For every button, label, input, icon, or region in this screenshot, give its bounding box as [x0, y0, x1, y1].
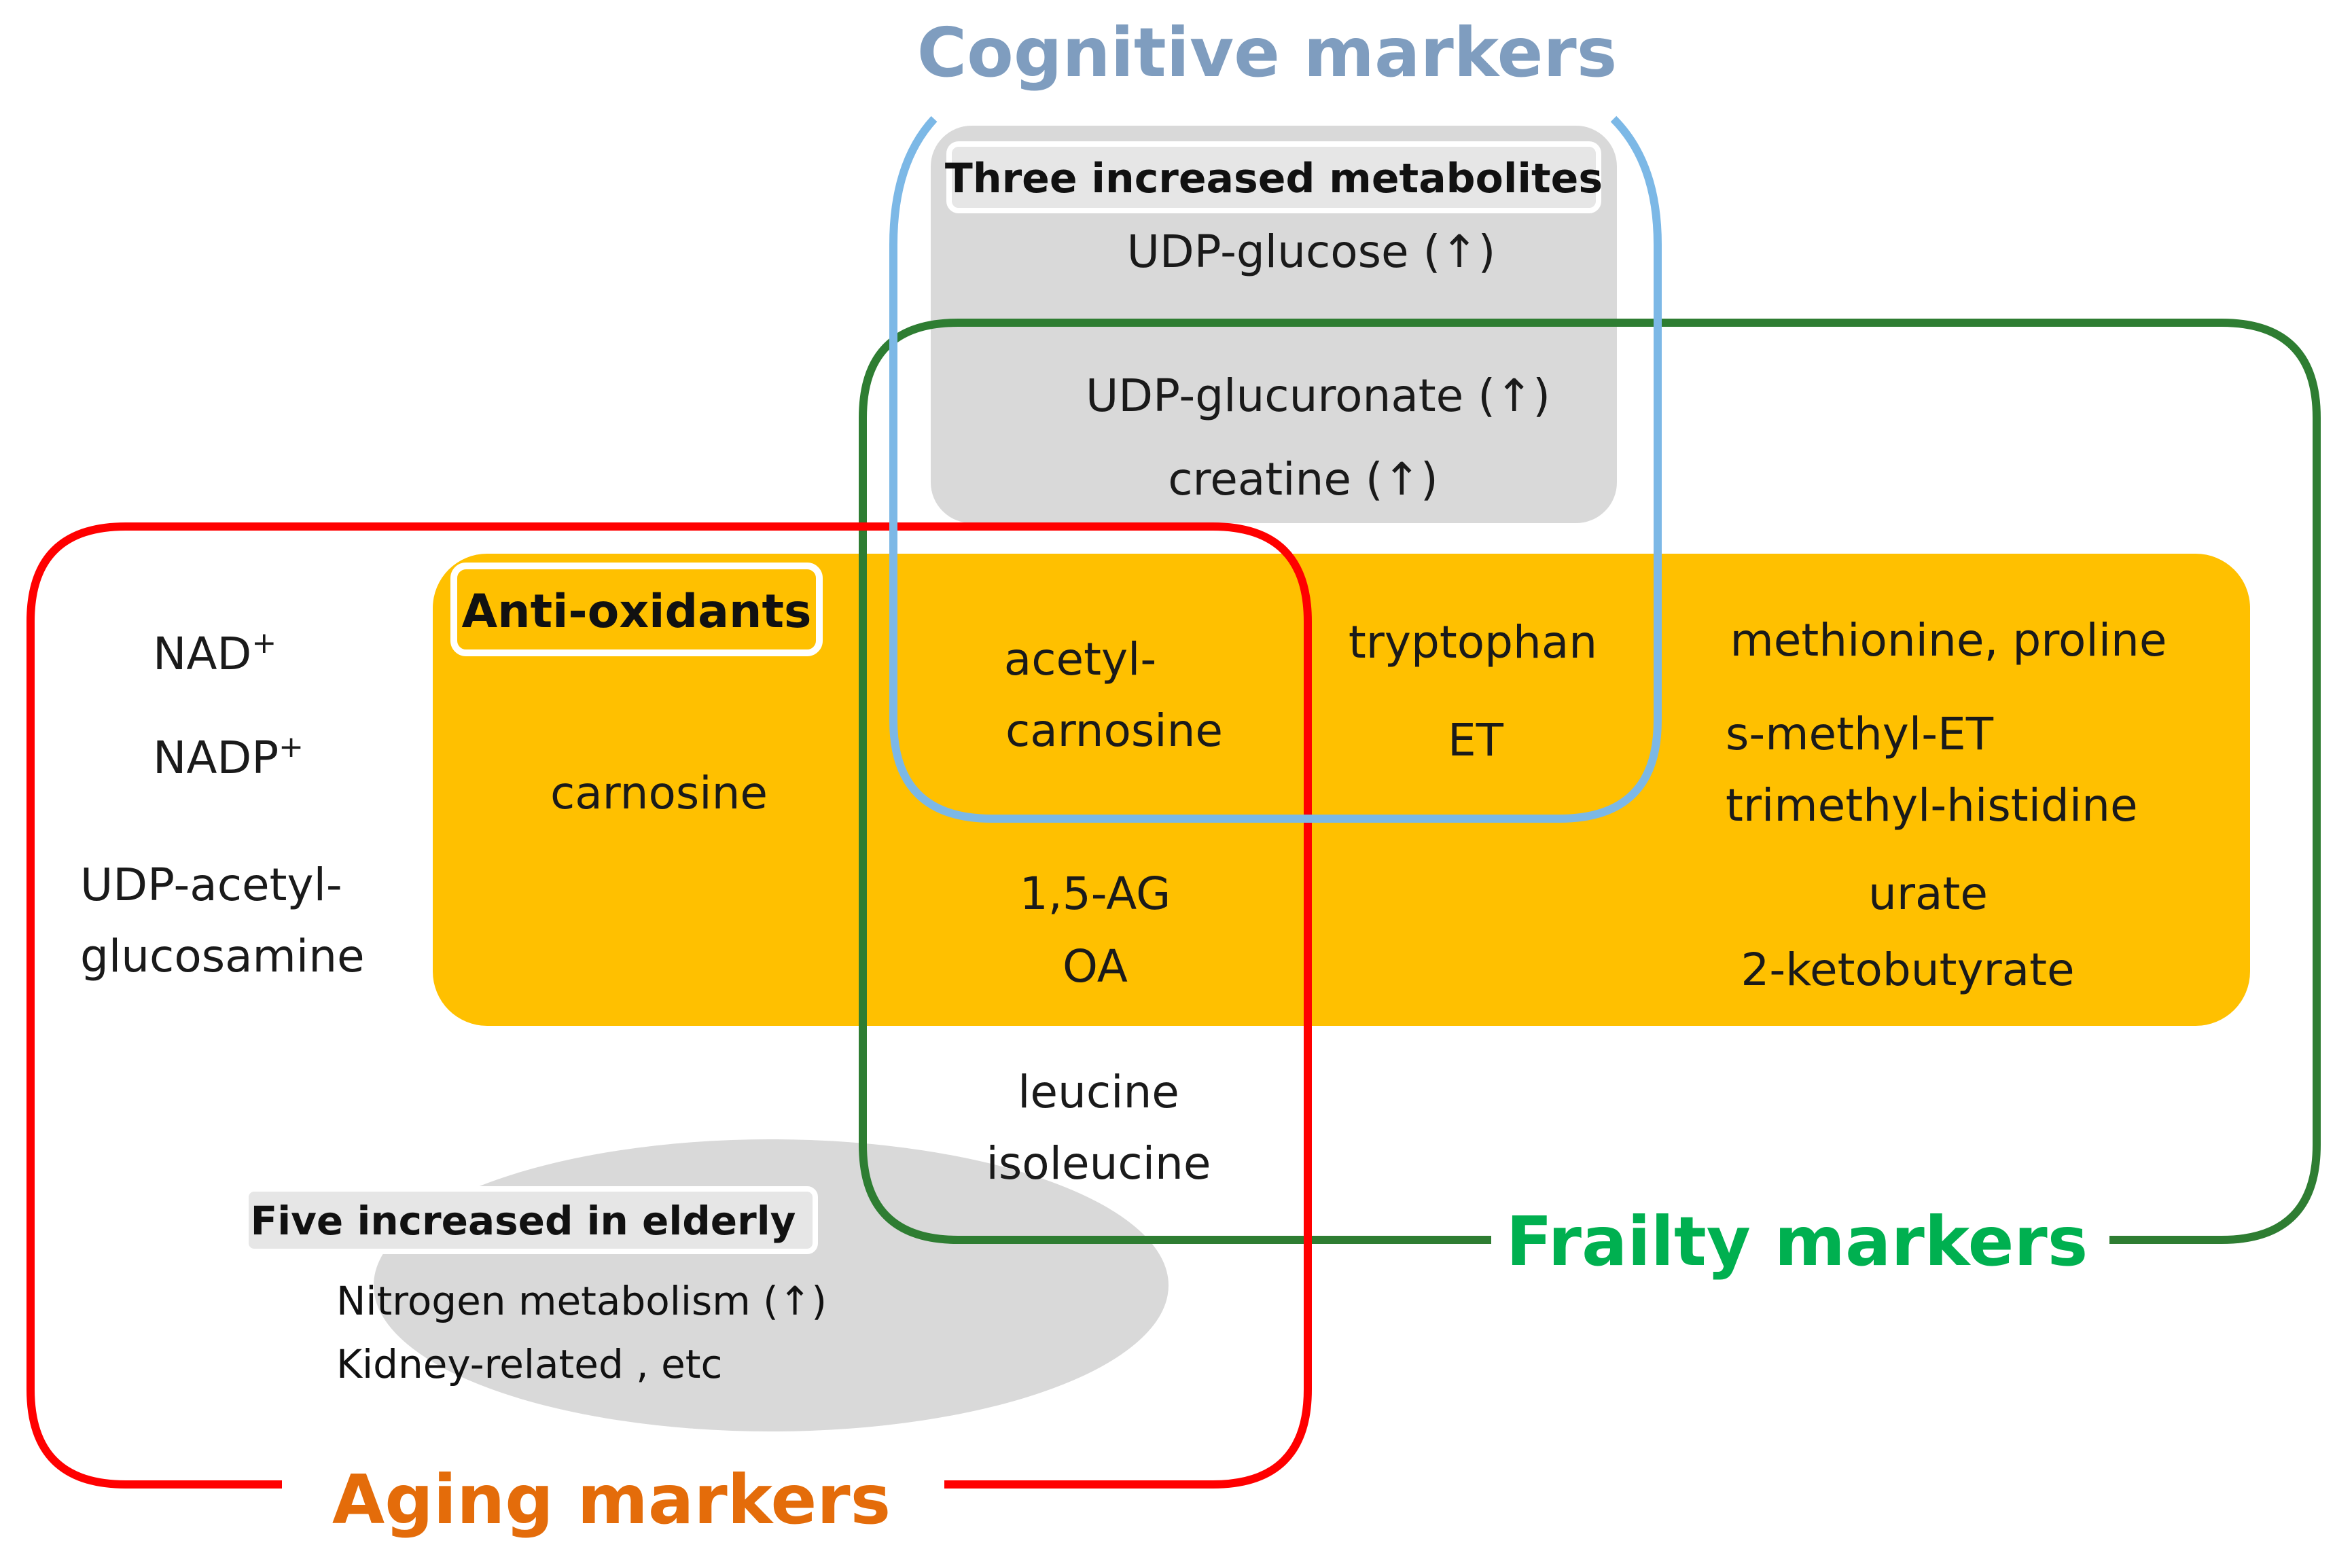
five-increased-label-box	[243, 1186, 818, 1254]
glucosamine: glucosamine	[80, 930, 365, 982]
isoleucine: isoleucine	[986, 1137, 1211, 1190]
et: ET	[1448, 714, 1504, 766]
kidney-related: Kidney-related , etc	[336, 1341, 722, 1387]
leucine: leucine	[1018, 1066, 1179, 1118]
cognitive-region-border	[889, 115, 1662, 823]
2-ketobutyrate: 2-ketobutyrate	[1741, 944, 2074, 996]
nad: NAD+	[153, 626, 277, 680]
udp-glucuronate: UDP-glucuronate (↑)	[1086, 370, 1550, 422]
antioxidants-label: Anti-oxidants	[462, 585, 812, 639]
ag: 1,5-AG	[1020, 868, 1171, 920]
frailty-region-border	[859, 319, 2321, 1244]
aging-title: Aging markers	[332, 1460, 891, 1539]
cognitive-title: Cognitive markers	[917, 13, 1618, 92]
tryptophan: tryptophan	[1349, 616, 1597, 669]
methionine-proline: methionine, proline	[1730, 614, 2167, 666]
acetyl-carnosine-line1: acetyl-	[1004, 633, 1156, 685]
s-methyl-et: s-methyl-ET	[1726, 708, 1994, 760]
carnosine: carnosine	[550, 767, 768, 819]
three-increased-label-box	[946, 141, 1601, 213]
trimethyl-histidine: trimethyl-histidine	[1726, 779, 2138, 832]
udp-acetyl: UDP-acetyl-	[80, 859, 342, 911]
antioxidants-label-box	[450, 563, 823, 656]
antioxidant-band	[433, 554, 2250, 1026]
nadp: NADP+	[153, 730, 304, 784]
oa: OA	[1063, 940, 1128, 993]
three-increased-label: Three increased metabolites	[945, 155, 1603, 202]
aging-region-border	[26, 522, 1312, 1489]
acetyl-carnosine-line2: carnosine	[1005, 705, 1223, 757]
five-increased-label: Five increased in elderly	[251, 1198, 796, 1244]
nitrogen-metabolism: Nitrogen metabolism (↑)	[336, 1278, 827, 1324]
creatine: creatine (↑)	[1168, 453, 1438, 505]
urate: urate	[1868, 868, 1988, 920]
udp-glucose: UDP-glucose (↑)	[1127, 226, 1496, 278]
frailty-title: Frailty markers	[1506, 1202, 2088, 1281]
